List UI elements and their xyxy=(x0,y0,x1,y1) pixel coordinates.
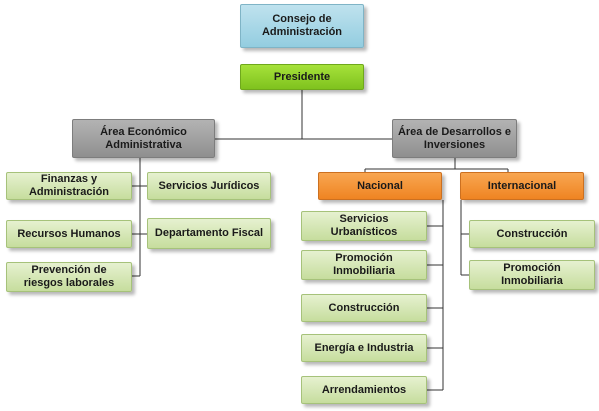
urban-services-label: Servicios Urbanísticos xyxy=(330,213,398,238)
risk-prevention-box: Prevención de riesgos laborales xyxy=(6,262,132,292)
tax-department-box: Departamento Fiscal xyxy=(147,218,271,249)
risk-prevention-label: Prevención de riesgos laborales xyxy=(23,264,115,289)
national-label: Nacional xyxy=(357,179,403,192)
finance-label: Finanzas y Administración xyxy=(28,173,110,198)
international-box: Internacional xyxy=(460,172,584,200)
board-label: Consejo de Administración xyxy=(261,13,343,38)
energy-industry-label: Energía e Industria xyxy=(314,341,414,354)
legal-services-box: Servicios Jurídicos xyxy=(147,172,271,200)
human-resources-box: Recursos Humanos xyxy=(6,220,132,248)
board-box: Consejo de Administración xyxy=(240,4,364,48)
development-area-label: Área de Desarrollos e Inversiones xyxy=(397,125,512,151)
national-real-estate-box: Promoción Inmobiliaria xyxy=(301,250,427,280)
human-resources-label: Recursos Humanos xyxy=(17,227,121,240)
international-real-estate-box: Promoción Inmobiliaria xyxy=(469,260,595,290)
finance-box: Finanzas y Administración xyxy=(6,172,132,200)
national-box: Nacional xyxy=(318,172,442,200)
national-construction-label: Construcción xyxy=(328,301,400,314)
energy-industry-box: Energía e Industria xyxy=(301,334,427,362)
international-construction-box: Construcción xyxy=(469,220,595,248)
national-construction-box: Construcción xyxy=(301,294,427,322)
president-label: Presidente xyxy=(273,70,331,83)
economic-area-label: Área Económico Administrativa xyxy=(100,125,187,151)
international-construction-label: Construcción xyxy=(496,227,568,240)
national-real-estate-label: Promoción Inmobiliaria xyxy=(333,252,395,277)
economic-area-box: Área Económico Administrativa xyxy=(72,119,215,158)
leasing-label: Arrendamientos xyxy=(321,383,407,396)
international-real-estate-label: Promoción Inmobiliaria xyxy=(501,262,563,287)
international-label: Internacional xyxy=(487,179,557,192)
leasing-box: Arrendamientos xyxy=(301,376,427,404)
tax-department-label: Departamento Fiscal xyxy=(154,227,264,239)
urban-services-box: Servicios Urbanísticos xyxy=(301,211,427,241)
legal-services-label: Servicios Jurídicos xyxy=(158,179,260,192)
development-area-box: Área de Desarrollos e Inversiones xyxy=(392,119,517,158)
president-box: Presidente xyxy=(240,64,364,90)
